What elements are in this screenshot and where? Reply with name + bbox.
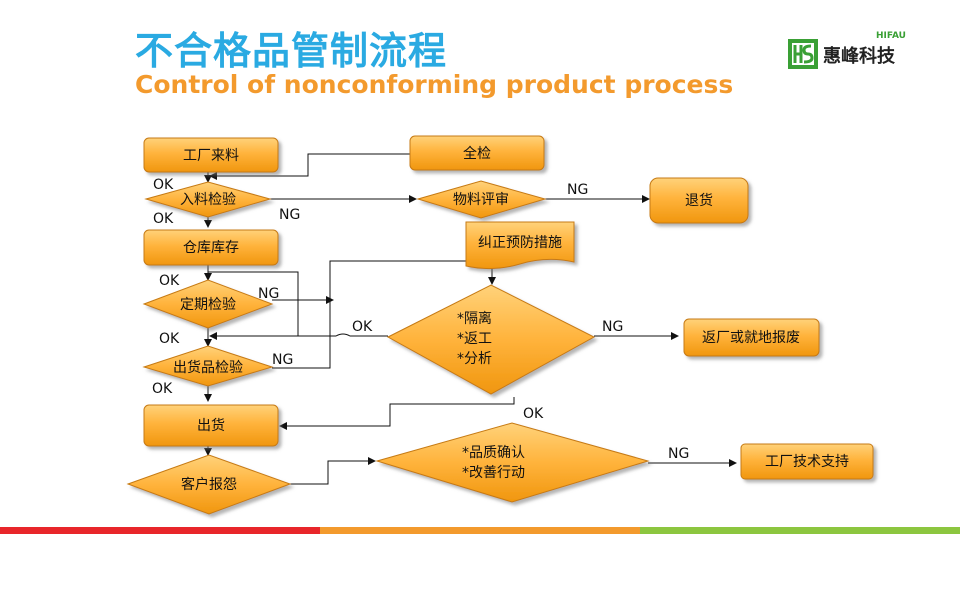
node-corrective-action: 纠正预防措施 [465, 221, 575, 270]
node-periodic-inspection: 定期检验 [142, 279, 274, 329]
node-factory-tech-support-label: 工厂技术支持 [765, 454, 849, 470]
edge-label-ok-isolate: OK [352, 319, 373, 335]
node-outgoing-inspection: 出货品检验 [142, 345, 274, 387]
node-return-or-scrap-label: 返厂或就地报废 [702, 330, 800, 346]
node-return-goods: 退货 [649, 177, 749, 224]
node-shipment: 出货 [143, 404, 279, 447]
node-factory-tech-support: 工厂技术支持 [740, 443, 874, 480]
node-incoming-inspection-label: 入料检验 [180, 192, 236, 208]
node-isolate-rework-analyze: *隔离 *返工 *分析 [386, 284, 596, 395]
edge-label-ng-review: NG [567, 182, 588, 198]
node-warehouse-storage: 仓库库存 [143, 229, 279, 266]
node-return-goods-label: 退货 [685, 192, 713, 209]
page-title: 不合格品管制流程 [135, 29, 448, 73]
node-return-or-scrap: 返厂或就地报废 [683, 318, 820, 357]
node-material-review: 物料评审 [416, 180, 547, 219]
edge-label-ng-periodic: NG [258, 286, 279, 302]
edge-labels: OK OK NG NG OK NG OK OK NG NG OK OK NG [152, 177, 689, 462]
bottom-bar-red [0, 527, 320, 534]
node-factory-incoming-label: 工厂来料 [183, 148, 239, 164]
page-subtitle: Control of nonconforming product process [135, 70, 734, 99]
logo-en-text: HIFAU [876, 31, 906, 41]
bottom-color-bar [0, 527, 960, 534]
edge-label-ok-quality: OK [523, 406, 544, 422]
edge-label-ng-isolate: NG [602, 319, 623, 335]
flowchart: 工厂来料 入料检验 仓库库存 定期检验 出货品检验 出货 客户报怨 全检 物料评… [126, 135, 874, 515]
node-improve-action-label: *改善行动 [462, 465, 525, 481]
node-customer-complaint-label: 客户报怨 [181, 476, 237, 493]
node-periodic-inspection-label: 定期检验 [180, 297, 236, 313]
node-full-inspection-label: 全检 [463, 145, 491, 162]
node-quality-confirm-label: *品质确认 [462, 445, 525, 461]
edge-label-ok-incoming: OK [153, 177, 174, 193]
edge-label-ok-outgoing: OK [152, 381, 173, 397]
node-analyze-label: *分析 [457, 351, 492, 367]
node-customer-complaint: 客户报怨 [126, 454, 292, 515]
node-full-inspection: 全检 [409, 135, 545, 171]
node-factory-incoming: 工厂来料 [143, 137, 279, 173]
node-incoming-inspection: 入料检验 [144, 181, 272, 218]
node-warehouse-storage-label: 仓库库存 [183, 240, 239, 256]
node-outgoing-inspection-label: 出货品检验 [173, 359, 243, 376]
logo-mark-icon [788, 39, 818, 69]
logo-cn-text: 惠峰科技 [823, 46, 895, 67]
edge-label-ng-outgoing: NG [272, 352, 293, 368]
edge-label-ok-incoming-pass: OK [153, 211, 174, 227]
node-shipment-label: 出货 [197, 417, 225, 434]
bottom-bar-green [640, 527, 960, 534]
company-logo: HIFAU 惠峰科技 [788, 31, 918, 71]
node-material-review-label: 物料评审 [453, 192, 509, 208]
node-quality-confirm-improve: *品质确认 *改善行动 [375, 422, 650, 503]
edge-label-ok-periodic: OK [159, 331, 180, 347]
edge-label-ok-warehouse: OK [159, 273, 180, 289]
edge-label-ng-quality: NG [668, 446, 689, 462]
node-rework-label: *返工 [457, 331, 492, 347]
bottom-bar-orange [320, 527, 640, 534]
node-corrective-action-label: 纠正预防措施 [478, 235, 562, 251]
node-isolate-label: *隔离 [457, 310, 492, 327]
edge-label-ng-incoming: NG [279, 207, 300, 223]
